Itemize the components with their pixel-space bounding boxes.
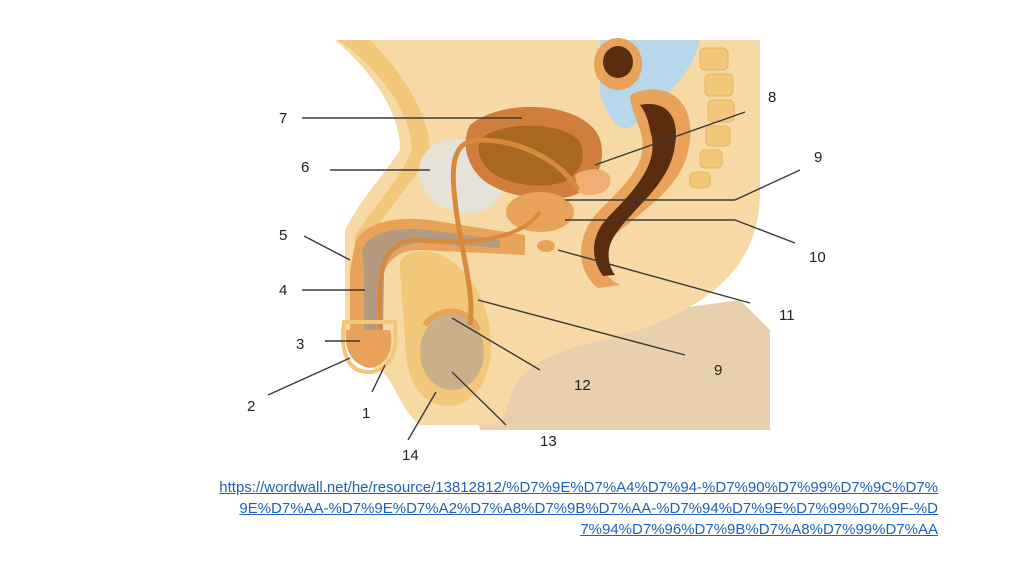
label-14: 14: [402, 447, 419, 464]
source-url-link[interactable]: https://wordwall.net/he/resource/1381281…: [218, 477, 938, 540]
label-3: 3: [296, 336, 304, 353]
label-13: 13: [540, 433, 557, 450]
intestine-lumen: [603, 46, 633, 78]
bulbourethral-gland: [537, 240, 555, 252]
label-1: 1: [362, 405, 370, 422]
label-2: 2: [247, 398, 255, 415]
label-6: 6: [301, 159, 309, 176]
label-8: 8: [768, 89, 776, 106]
label-5: 5: [279, 227, 287, 244]
label-9-upper: 9: [814, 149, 822, 166]
label-10: 10: [809, 249, 826, 266]
label-7: 7: [279, 110, 287, 127]
label-11: 11: [779, 307, 795, 324]
label-9-lower: 9: [714, 362, 722, 379]
label-4: 4: [279, 282, 287, 299]
label-12: 12: [574, 377, 591, 394]
